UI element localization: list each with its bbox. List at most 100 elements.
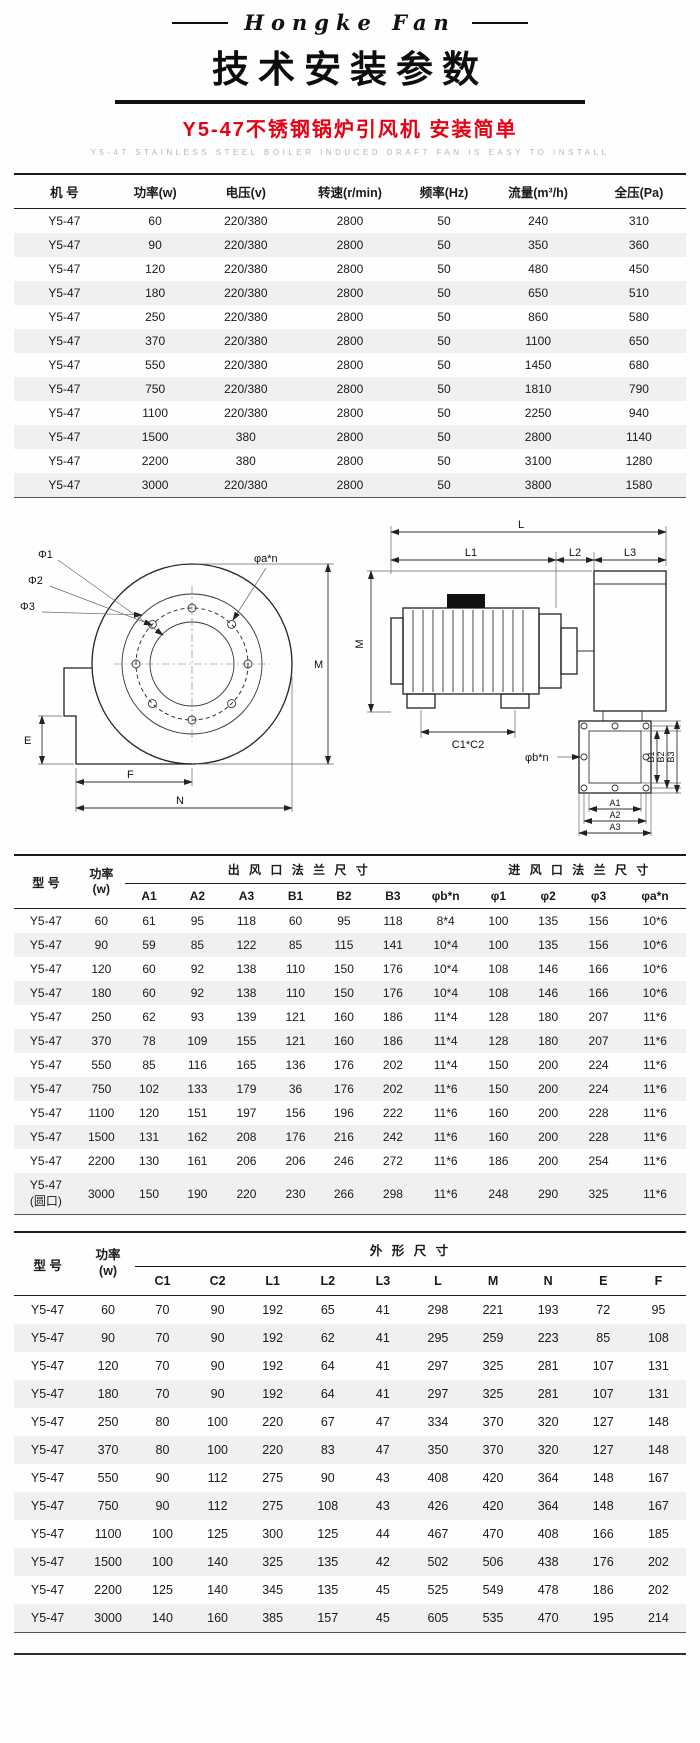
- dim-label-l2: L2: [569, 547, 581, 559]
- value-cell: 214: [647, 1611, 669, 1625]
- value-cell: 220/380: [224, 334, 268, 348]
- value-cell: 11*6: [643, 1010, 667, 1024]
- value-cell: 65: [320, 1303, 335, 1317]
- value-cell: 121: [285, 1034, 306, 1048]
- dim-label-n: N: [176, 795, 184, 807]
- flange-table-header: 型 号 功率 (w) 出 风 口 法 兰 尺 寸 进 风 口 法 兰 尺 寸 A…: [14, 855, 686, 909]
- value-cell: 11*4: [433, 1034, 458, 1048]
- value-cell: 139: [236, 1010, 257, 1024]
- value-cell: 364: [537, 1471, 559, 1485]
- value-cell: 176: [333, 1058, 354, 1072]
- value-cell: 195: [592, 1611, 614, 1625]
- value-cell: 1100: [88, 1106, 115, 1120]
- value-cell: 325: [588, 1186, 609, 1201]
- value-cell: 80: [155, 1415, 170, 1429]
- value-cell: 480: [528, 262, 549, 276]
- value-cell: 118: [236, 914, 257, 928]
- value-cell: 90: [210, 1331, 225, 1345]
- fan-front-drawing: Φ1 Φ2 Φ3 φa*n M E F: [20, 549, 334, 812]
- page-title: 技术安装参数: [212, 49, 488, 90]
- sub-header-phi-b-n: φb*n: [417, 883, 474, 909]
- dim-label-b2: B2: [656, 751, 666, 762]
- value-cell: 11*6: [643, 1130, 667, 1144]
- value-cell: 223: [537, 1331, 559, 1345]
- value-cell: 141: [382, 938, 403, 952]
- model-cell: Y5-47: [48, 358, 81, 372]
- value-cell: 179: [236, 1082, 257, 1096]
- power-label-text: 功率: [95, 1248, 121, 1263]
- value-cell: 216: [333, 1130, 354, 1144]
- value-cell: 220: [262, 1443, 284, 1457]
- value-cell: 45: [375, 1583, 390, 1597]
- title-divider: [115, 100, 585, 104]
- value-cell: 297: [427, 1387, 449, 1401]
- col-header-power: 功率 (w): [77, 855, 125, 909]
- value-cell: 90: [94, 938, 109, 952]
- value-cell: 90: [155, 1499, 170, 1513]
- power-label-text: 功率: [89, 867, 114, 881]
- model-cell: Y5-47: [48, 430, 81, 444]
- value-cell: 70: [155, 1331, 170, 1345]
- flange-dimension-table: 型 号 功率 (w) 出 风 口 法 兰 尺 寸 进 风 口 法 兰 尺 寸 A…: [14, 854, 686, 1215]
- value-cell: 186: [382, 1034, 403, 1048]
- value-cell: 62: [142, 1010, 156, 1024]
- model-cell: Y5-47: [29, 1106, 62, 1120]
- value-cell: 95: [190, 914, 205, 928]
- model-cell: Y5-47: [29, 962, 62, 976]
- value-cell: 100: [488, 938, 509, 952]
- value-cell: 2800: [336, 430, 364, 444]
- value-cell: 85: [596, 1331, 611, 1345]
- technical-drawings: Φ1 Φ2 Φ3 φa*n M E F: [0, 516, 700, 838]
- value-cell: 176: [382, 986, 403, 1000]
- value-cell: 131: [139, 1130, 160, 1144]
- value-cell: 220/380: [224, 478, 268, 492]
- value-cell: 275: [262, 1499, 284, 1513]
- model-cell: Y5-47: [48, 286, 81, 300]
- value-cell: 220/380: [224, 238, 268, 252]
- value-cell: 325: [482, 1359, 504, 1373]
- value-cell: 127: [592, 1443, 614, 1457]
- sub-header-m: M: [465, 1266, 521, 1296]
- value-cell: 298: [382, 1186, 403, 1201]
- product-subtitle-english: Y5-47 STAINLESS STEEL BOILER INDUCED DRA…: [90, 148, 610, 157]
- value-cell: 438: [537, 1555, 559, 1569]
- value-cell: 11*6: [433, 1082, 458, 1096]
- value-cell: 220/380: [224, 286, 268, 300]
- value-cell: 224: [588, 1058, 609, 1072]
- value-cell: 10*6: [642, 938, 668, 952]
- value-cell: 281: [537, 1359, 559, 1373]
- value-cell: 50: [437, 358, 451, 372]
- value-cell: 47: [375, 1443, 390, 1457]
- value-cell: 108: [488, 962, 509, 976]
- value-cell: 192: [262, 1331, 284, 1345]
- value-cell: 790: [628, 382, 649, 396]
- value-cell: 2800: [336, 358, 364, 372]
- value-cell: 60: [288, 914, 303, 928]
- value-cell: 59: [142, 938, 156, 952]
- value-cell: 281: [537, 1387, 559, 1401]
- value-cell: 2200: [87, 1154, 115, 1168]
- sub-header-a2: A2: [173, 883, 222, 909]
- value-cell: 85: [190, 938, 205, 952]
- inlet-flange-circles: [114, 586, 270, 742]
- value-cell: 60: [148, 214, 162, 228]
- value-cell: 150: [333, 986, 354, 1000]
- value-cell: 385: [262, 1611, 284, 1625]
- value-cell: 186: [382, 1010, 403, 1024]
- value-cell: 180: [538, 1034, 559, 1048]
- dim-label-m-side: M: [354, 639, 366, 648]
- value-cell: 220/380: [224, 262, 268, 276]
- value-cell: 420: [482, 1471, 504, 1485]
- value-cell: 155: [236, 1034, 257, 1048]
- value-cell: 156: [588, 938, 609, 952]
- value-cell: 133: [187, 1082, 208, 1096]
- value-cell: 2800: [336, 262, 364, 276]
- motor-outline: [390, 594, 594, 709]
- value-cell: 295: [427, 1331, 449, 1345]
